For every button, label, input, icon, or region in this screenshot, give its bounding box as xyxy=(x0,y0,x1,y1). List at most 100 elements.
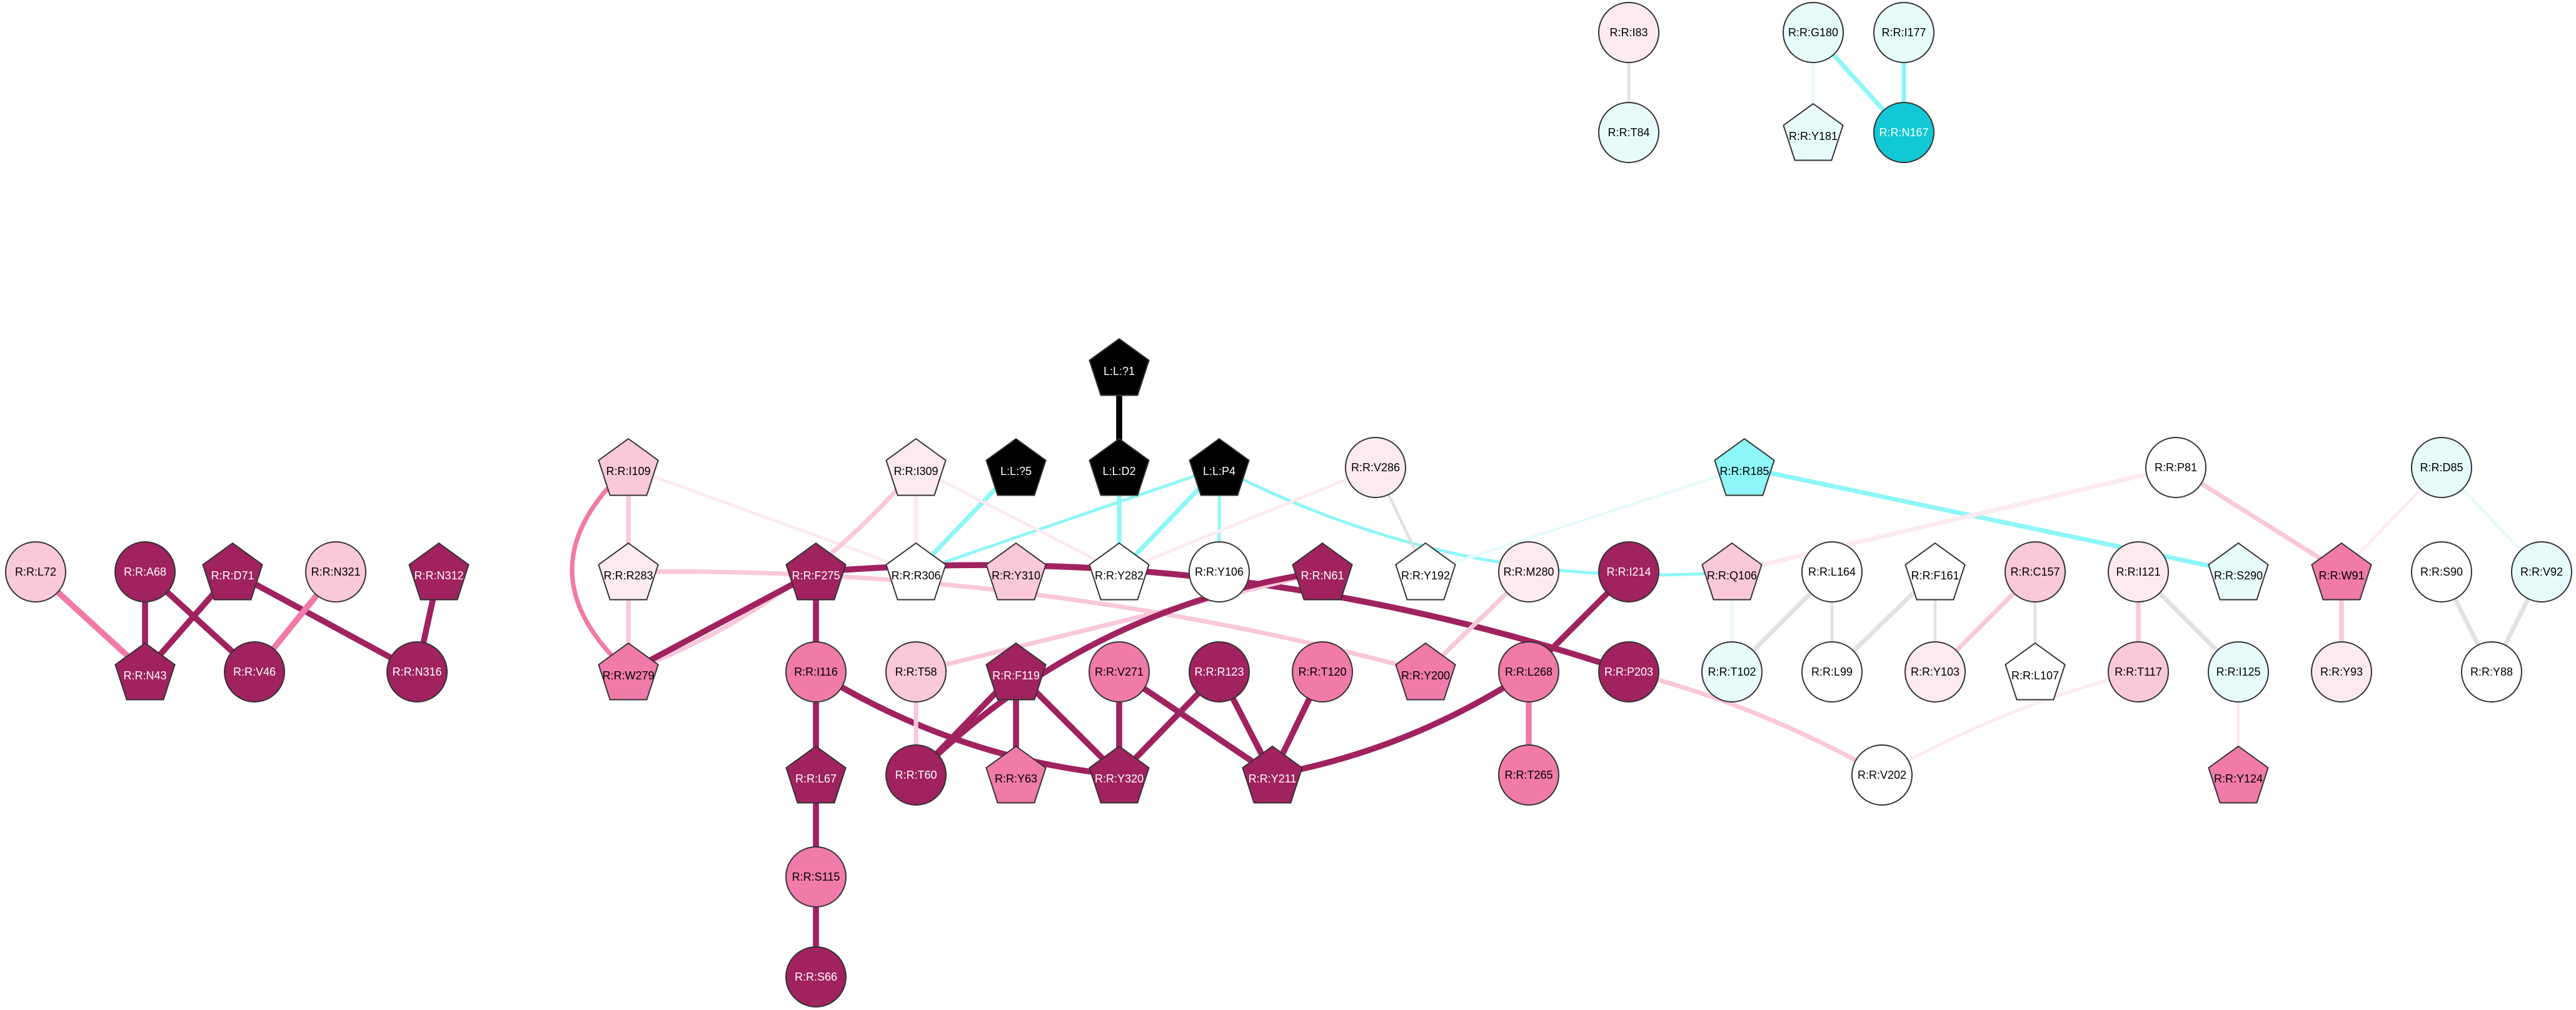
node-circle xyxy=(1598,2,1659,63)
node-g180[interactable]: R:R:G180 xyxy=(1783,2,1844,63)
node-a68[interactable]: R:R:A68 xyxy=(114,541,176,602)
node-y106[interactable]: R:R:Y106 xyxy=(1189,541,1250,602)
node-t58[interactable]: R:R:T58 xyxy=(885,641,947,702)
node-v46[interactable]: R:R:V46 xyxy=(224,641,285,702)
node-i309[interactable]: R:R:I309 xyxy=(885,438,947,496)
node-t60[interactable]: R:R:T60 xyxy=(885,744,947,806)
node-l72[interactable]: R:R:L72 xyxy=(5,541,66,602)
node-m280[interactable]: R:R:M280 xyxy=(1498,541,1559,602)
node-circle xyxy=(2511,541,2572,602)
node-n61[interactable]: R:R:N61 xyxy=(1292,542,1353,601)
node-n167[interactable]: R:R:N167 xyxy=(1873,102,1935,163)
node-pentagon xyxy=(114,642,176,701)
node-pentagon xyxy=(1242,745,1303,804)
node-n312[interactable]: R:R:N312 xyxy=(408,542,470,601)
node-y88[interactable]: R:R:Y88 xyxy=(2461,641,2522,702)
node-i125[interactable]: R:R:I125 xyxy=(2208,641,2269,702)
node-y124[interactable]: R:R:Y124 xyxy=(2208,745,2269,804)
node-n316[interactable]: R:R:N316 xyxy=(386,641,448,702)
node-l268[interactable]: R:R:L268 xyxy=(1498,641,1559,702)
node-pentagon xyxy=(785,542,847,601)
node-pentagon xyxy=(985,542,1047,601)
node-circle xyxy=(224,641,285,702)
node-v202[interactable]: R:R:V202 xyxy=(1851,744,1913,806)
node-circle xyxy=(1904,641,1966,702)
node-circle xyxy=(1292,641,1353,702)
node-v92[interactable]: R:R:V92 xyxy=(2511,541,2572,602)
node-t265[interactable]: R:R:T265 xyxy=(1498,744,1559,806)
edge-layer xyxy=(33,30,2544,980)
node-pentagon xyxy=(408,542,470,601)
node-circle xyxy=(1498,541,1559,602)
edge-n61-t58 xyxy=(913,569,1325,674)
node-circle xyxy=(2411,541,2472,602)
node-l107[interactable]: R:R:L107 xyxy=(2005,642,2066,701)
node-i177[interactable]: R:R:I177 xyxy=(1873,2,1935,63)
node-s290[interactable]: R:R:S290 xyxy=(2208,542,2269,601)
edge-i109-r306 xyxy=(626,466,918,574)
node-r185[interactable]: R:R:R185 xyxy=(1714,438,1775,496)
node-t84[interactable]: R:R:T84 xyxy=(1598,102,1659,163)
node-t120[interactable]: R:R:T120 xyxy=(1292,641,1353,702)
node-v271[interactable]: R:R:V271 xyxy=(1089,641,1150,702)
node-i214[interactable]: R:R:I214 xyxy=(1598,541,1659,602)
node-circle xyxy=(1498,641,1559,702)
node-pentagon xyxy=(1701,542,1763,601)
node-s66[interactable]: R:R:S66 xyxy=(785,946,847,1008)
node-l99[interactable]: R:R:L99 xyxy=(1801,641,1863,702)
node-circle xyxy=(1598,102,1659,163)
node-n321[interactable]: R:R:N321 xyxy=(305,541,366,602)
node-circle xyxy=(785,946,847,1008)
node-pentagon xyxy=(202,542,263,601)
node-l75[interactable]: L:L:?5 xyxy=(985,438,1047,496)
node-p81[interactable]: R:R:P81 xyxy=(2145,437,2206,498)
node-circle xyxy=(1189,541,1250,602)
node-y211[interactable]: R:R:Y211 xyxy=(1242,745,1303,804)
node-f161[interactable]: R:R:F161 xyxy=(1904,542,1966,601)
edge-p81-q106 xyxy=(1729,465,2178,574)
node-y181[interactable]: R:R:Y181 xyxy=(1783,102,1844,161)
node-circle xyxy=(114,541,176,602)
edge-t117-v202 xyxy=(1880,670,2140,777)
node-pentagon xyxy=(1292,542,1353,601)
node-p203[interactable]: R:R:P203 xyxy=(1598,641,1659,702)
node-r123[interactable]: R:R:R123 xyxy=(1189,641,1250,702)
node-d2[interactable]: L:L:D2 xyxy=(1089,438,1150,496)
node-pentagon xyxy=(1089,338,1150,396)
node-r283[interactable]: R:R:R283 xyxy=(598,542,659,601)
node-d71[interactable]: R:R:D71 xyxy=(202,542,263,601)
node-circle xyxy=(5,541,66,602)
node-circle xyxy=(1701,641,1763,702)
edge-v271-y211 xyxy=(1116,669,1275,778)
node-circle xyxy=(386,641,448,702)
node-v286[interactable]: R:R:V286 xyxy=(1345,437,1406,498)
node-pentagon xyxy=(885,438,947,496)
node-t117[interactable]: R:R:T117 xyxy=(2108,641,2169,702)
node-i109[interactable]: R:R:I109 xyxy=(598,438,659,496)
node-l71[interactable]: L:L:?1 xyxy=(1089,338,1150,396)
edge-r185-y192 xyxy=(1424,466,1746,574)
node-circle xyxy=(2208,641,2269,702)
node-i83[interactable]: R:R:I83 xyxy=(1598,2,1659,63)
node-t102[interactable]: R:R:T102 xyxy=(1701,641,1763,702)
node-y93[interactable]: R:R:Y93 xyxy=(2311,641,2372,702)
node-y310[interactable]: R:R:Y310 xyxy=(985,542,1047,601)
node-pentagon xyxy=(598,642,659,701)
node-d85[interactable]: R:R:D85 xyxy=(2411,437,2472,498)
node-s115[interactable]: R:R:S115 xyxy=(785,846,847,908)
node-l164[interactable]: R:R:L164 xyxy=(1801,541,1863,602)
node-y103[interactable]: R:R:Y103 xyxy=(1904,641,1966,702)
node-l67[interactable]: R:R:L67 xyxy=(785,745,847,804)
node-i121[interactable]: R:R:I121 xyxy=(2108,541,2169,602)
node-circle xyxy=(785,846,847,908)
node-s90[interactable]: R:R:S90 xyxy=(2411,541,2472,602)
node-circle xyxy=(2108,541,2169,602)
node-circle xyxy=(2311,641,2372,702)
node-c157[interactable]: R:R:C157 xyxy=(2005,541,2066,602)
node-q106[interactable]: R:R:Q106 xyxy=(1701,542,1763,601)
node-i116[interactable]: R:R:I116 xyxy=(785,641,847,702)
node-p4[interactable]: L:L:P4 xyxy=(1189,438,1250,496)
node-circle xyxy=(305,541,366,602)
node-pentagon xyxy=(598,438,659,496)
